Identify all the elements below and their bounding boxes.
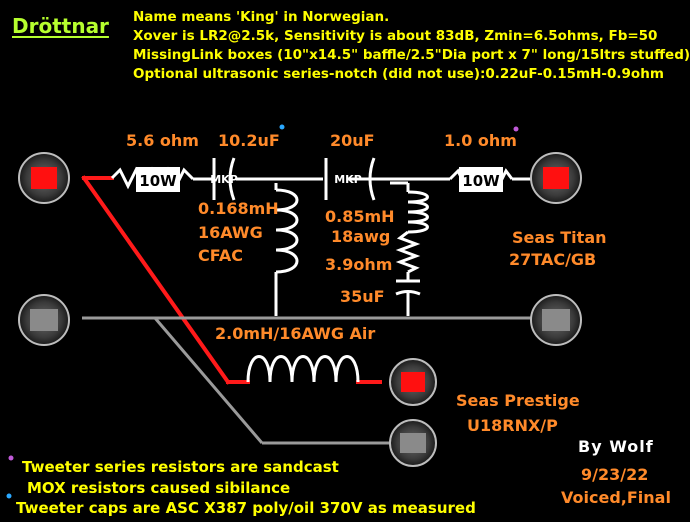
design-title: Dröttnar xyxy=(12,14,109,38)
capacitor-c1: MKP xyxy=(210,157,238,201)
capacitor-c2: MKP xyxy=(324,157,376,201)
date-label: 9/23/22 xyxy=(581,465,649,484)
l2-wire-label: 18awg xyxy=(331,227,391,246)
resistor-r2-rating: 10W xyxy=(462,172,500,190)
resistor-r3 xyxy=(395,230,421,274)
capacitor-c3 xyxy=(395,272,421,304)
header-note-2: Xover is LR2@2.5k, Sensitivity is about … xyxy=(133,28,658,44)
r3-value-label: 3.9ohm xyxy=(325,255,393,274)
footnote-3: Tweeter caps are ASC X387 poly/oil 370V … xyxy=(16,499,476,517)
status-label: Voiced,Final xyxy=(561,488,671,507)
header-note-1: Name means 'King' in Norwegian. xyxy=(133,9,390,25)
c3-value-label: 35uF xyxy=(340,287,385,306)
input-positive-terminal xyxy=(18,152,70,204)
woofer-positive-terminal xyxy=(389,358,437,406)
tweeter-negative-terminal xyxy=(530,294,582,346)
resistor-r2: 10W xyxy=(448,167,514,192)
header-note-3: MissingLink boxes (10"x14.5" baffle/2.5"… xyxy=(133,47,690,63)
purple-dot-marker xyxy=(513,126,519,132)
purple-dot-marker xyxy=(8,455,14,461)
l1-core-label: CFAC xyxy=(198,246,243,265)
l3-value-label: 2.0mH/16AWG Air xyxy=(215,324,376,343)
inductor-l2 xyxy=(407,190,429,234)
woofer-negative-terminal xyxy=(389,419,437,467)
c2-value-label: 20uF xyxy=(330,131,375,150)
author-signature: By Wolf xyxy=(578,437,654,456)
r2-value-label: 1.0 ohm xyxy=(444,131,517,150)
tweeter-model-label: 27TAC/GB xyxy=(509,250,597,269)
tweeter-branch-wires xyxy=(193,177,536,316)
woofer-model-label: U18RNX/P xyxy=(467,416,558,435)
woofer-brand-label: Seas Prestige xyxy=(456,391,580,410)
blue-dot-marker xyxy=(6,493,12,499)
blue-dot-marker xyxy=(279,124,285,130)
footnote-2: MOX resistors caused sibilance xyxy=(27,479,291,497)
l1-wire-label: 16AWG xyxy=(198,223,263,242)
capacitor-c1-type: MKP xyxy=(210,173,238,186)
input-negative-terminal xyxy=(18,294,70,346)
negative-wires xyxy=(82,316,540,445)
positive-wires xyxy=(81,175,382,385)
header-note-4: Optional ultrasonic series-notch (did no… xyxy=(133,66,664,82)
c1-value-label: 10.2uF xyxy=(218,131,280,150)
inductor-l3 xyxy=(246,355,360,383)
tweeter-brand-label: Seas Titan xyxy=(512,228,607,247)
footnote-1: Tweeter series resistors are sandcast xyxy=(22,458,339,476)
tweeter-positive-terminal xyxy=(530,152,582,204)
l1-value-label: 0.168mH xyxy=(198,199,279,218)
l2-value-label: 0.85mH xyxy=(325,207,395,226)
resistor-r1-rating: 10W xyxy=(139,172,177,190)
capacitor-c2-type: MKP xyxy=(334,173,362,186)
resistor-r1: 10W xyxy=(110,166,195,192)
r1-value-label: 5.6 ohm xyxy=(126,131,199,150)
inductor-l1 xyxy=(275,188,299,274)
